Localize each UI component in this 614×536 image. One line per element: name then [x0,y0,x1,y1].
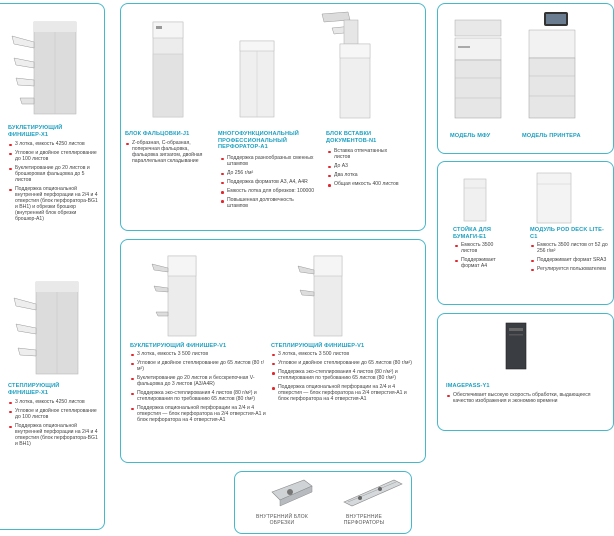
folding-unit-j1-image [152,21,184,118]
mfp-model-label: МОДЕЛЬ МФУ [450,133,491,139]
paper-deck-e1-features: Емкость 3500 листов Поддерживает формат … [454,242,506,273]
document-insertion-n1-features: Вставка отпечатанных листов До A3 Два ло… [327,148,403,191]
top-center-panel [120,3,426,231]
booklet-finisher-v1-title: БУКЛЕТИРУЮЩИЙ ФИНИШЕР-V1 [130,343,227,349]
list-item: Буклетирование до 20 листов и бесскрепоч… [130,375,268,388]
internal-trimmer-label: ВНУТРЕННИЙ БЛОК ОБРЕЗКИ [255,514,308,526]
stapling-finisher-v1-features: 3 лотка, емкость 3 500 листов Угловое и … [271,351,417,406]
list-item: До 256 г/м² [220,170,316,177]
stapling-finisher-x1-image [13,281,79,375]
list-item: Угловое и двойное степлирование до 65 ли… [130,360,268,373]
pod-deck-lite-c1-features: Емкость 3500 листов от 52 до 256 г/м² По… [530,242,610,276]
list-item: Повышенная долговечность штампов [220,197,316,210]
internal-trimmer-image [271,479,313,507]
list-item: Поддержка опциональной перфорации на 2/4… [271,384,417,403]
list-item: Поддержка форматов A3, A4, A4R [220,179,316,186]
list-item: 3 лотка, емкость 3 500 листов [271,351,417,358]
list-item: Вставка отпечатанных листов [327,148,403,161]
list-item: Поддержка эко-степлирования 4 листов (80… [130,390,268,403]
list-item: 3 лотка, емкость 4250 листов [8,141,98,148]
folding-unit-j1-features: Z-образная, C-образная, поперечная фальц… [125,140,209,168]
list-item: Емкость лотка для обрезков: 100000 [220,188,316,195]
multifunction-puncher-a1-image [239,40,275,118]
booklet-finisher-x1-features: 3 лотка, емкость 4250 листов Угловое и д… [8,141,98,226]
internal-punchers-image [343,479,403,507]
list-item: Поддержка эко-степлирования 4 листов (80… [271,369,417,382]
list-item: Буклетирование до 20 листов и брошюровая… [8,165,98,184]
list-item: Два лотка [327,172,403,179]
stapling-finisher-x1-title: СТЕПЛИРУЮЩИЙ ФИНИШЕР-X1 [8,383,60,396]
printer-model-image [528,12,576,119]
list-item: Поддержка разнообразных сменных штампов [220,155,316,168]
stapling-finisher-v1-title: СТЕПЛИРУЮЩИЙ ФИНИШЕР-V1 [271,343,365,349]
list-item: Угловое и двойное степлирование до 100 л… [8,150,98,163]
printer-model-label: МОДЕЛЬ ПРИНТЕРА [522,133,581,139]
booklet-finisher-v1-image [151,255,197,337]
internal-options-panel [234,471,412,534]
list-item: Поддерживает формат SRA3 [530,257,610,264]
left-panel [0,3,105,530]
stapling-finisher-x1-features: 3 лотка, емкость 4250 листов Угловое и д… [8,399,98,451]
multifunction-puncher-a1-title: МНОГОФУНКЦИОНАЛЬНЫЙ ПРОФЕССИОНАЛЬНЫЙ ПЕР… [218,131,299,151]
finishers-v1-panel [120,239,426,463]
list-item: Поддержка опциональной внутренней перфор… [8,423,98,448]
internal-punchers-label: ВНУТРЕННИЕ ПЕРФОРАТОРЫ [343,514,385,526]
list-item: Емкость 3500 листов [454,242,506,255]
document-insertion-n1-title: БЛОК ВСТАВКИ ДОКУМЕНТОВ-N1 [326,131,377,144]
stapling-finisher-v1-image [297,255,343,337]
imagepass-y1-title: IMAGEPASS-Y1 [446,383,490,389]
list-item: Обеспечивает высокую скорость обработки,… [446,392,606,405]
imagepass-y1-image [505,322,527,370]
list-item: Поддерживает формат A4 [454,257,506,270]
folding-unit-j1-title: БЛОК ФАЛЬЦОВКИ-J1 [125,131,190,137]
paper-deck-e1-image [463,178,487,222]
pod-deck-lite-c1-title: МОДУЛЬ POD DECK LITE-C1 [530,227,604,240]
list-item: Поддержка опциональной перфорации на 2/4… [130,405,268,424]
booklet-finisher-x1-title: БУКЛЕТИРУЮЩИЙ ФИНИШЕР-X1 [8,125,63,138]
list-item: 3 лотка, емкость 3 500 листов [130,351,268,358]
list-item: До A3 [327,163,403,170]
list-item: Общая емкость 400 листов [327,181,403,188]
paper-deck-e1-title: СТОЙКА ДЛЯ БУМАГИ-E1 [453,227,491,240]
booklet-finisher-v1-features: 3 лотка, емкость 3 500 листов Угловое и … [130,351,268,427]
pod-deck-lite-c1-image [536,172,572,224]
list-item: Емкость 3500 листов от 52 до 256 г/м² [530,242,610,255]
document-insertion-n1-image [321,11,371,119]
booklet-finisher-x1-image [11,21,77,115]
list-item: Регулируется пользователем [530,266,610,273]
list-item: Поддержка опциональной внутренней перфор… [8,186,98,222]
list-item: Z-образная, C-образная, поперечная фальц… [125,140,209,165]
imagepass-y1-features: Обеспечивает высокую скорость обработки,… [446,392,606,408]
mfp-model-image [454,19,502,119]
multifunction-puncher-a1-features: Поддержка разнообразных сменных штампов … [220,155,316,213]
list-item: Угловое и двойное степлирование до 100 л… [8,408,98,421]
list-item: Угловое и двойное степлирование до 65 ли… [271,360,417,367]
list-item: 3 лотка, емкость 4250 листов [8,399,98,406]
